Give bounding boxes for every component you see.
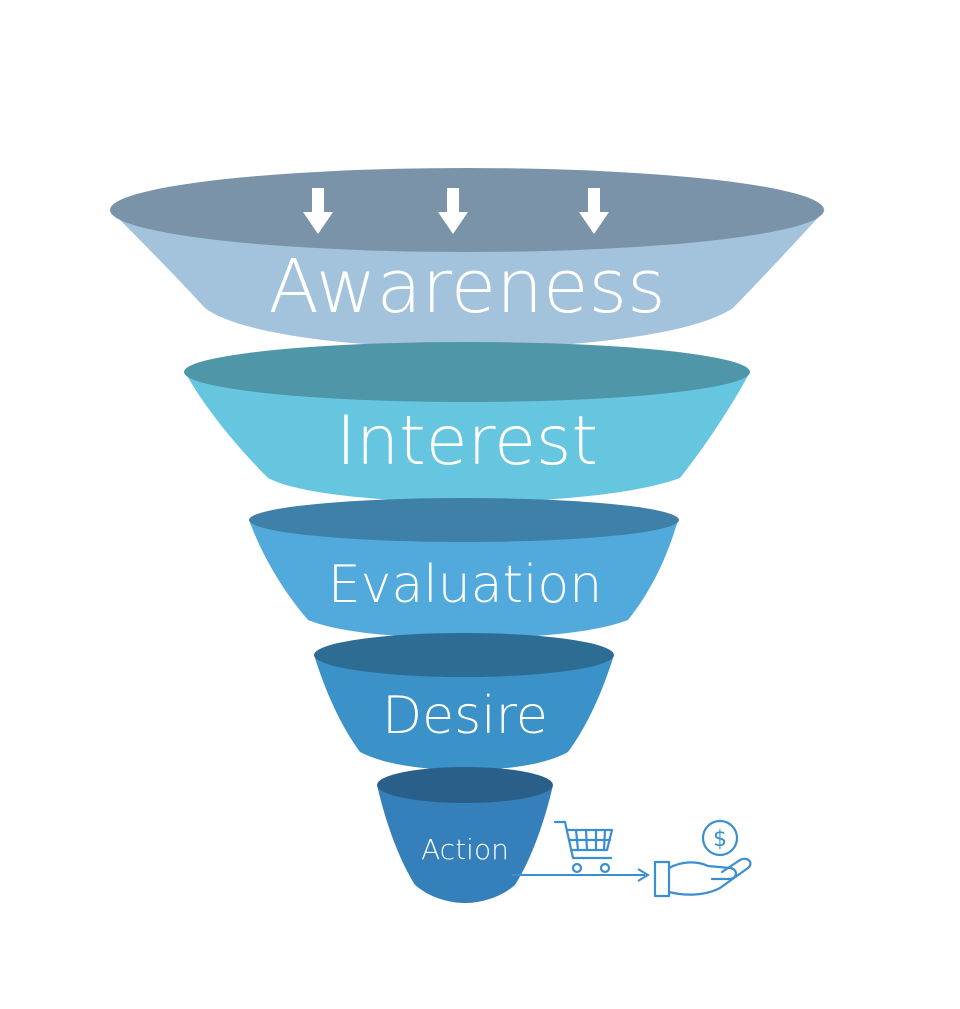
stage-top-desire [314,633,614,677]
funnel-stage-evaluation: Evaluation [249,498,679,638]
shopping-cart-icon [553,820,614,874]
down-arrow-icon [579,188,609,234]
stage-body-evaluation [249,520,678,638]
funnel-stage-interest: Interest [184,342,750,502]
stage-label-interest: Interest [336,402,598,481]
stage-label-desire: Desire [382,686,548,746]
down-arrow-icon [438,188,468,234]
stage-label-action: Action [421,833,509,866]
conversion-arrow-icon [512,868,650,882]
hand-holding-coin-icon: $ [653,819,752,898]
funnel-stage-awareness: Awareness [110,168,825,348]
dollar-sign-icon: $ [713,827,727,852]
funnel-stage-desire: Desire [314,633,614,770]
stage-body-action [377,785,553,903]
stage-body-desire [314,655,614,770]
stage-top-interest [184,342,750,402]
down-arrow-icon [303,188,333,234]
stage-body-interest [185,372,750,502]
funnel-stage-action: Action [377,767,553,903]
stage-top-awareness [110,168,824,252]
stage-label-awareness: Awareness [268,244,665,330]
stage-top-evaluation [249,498,679,542]
stage-top-action [377,767,553,803]
stage-label-evaluation: Evaluation [328,555,602,615]
